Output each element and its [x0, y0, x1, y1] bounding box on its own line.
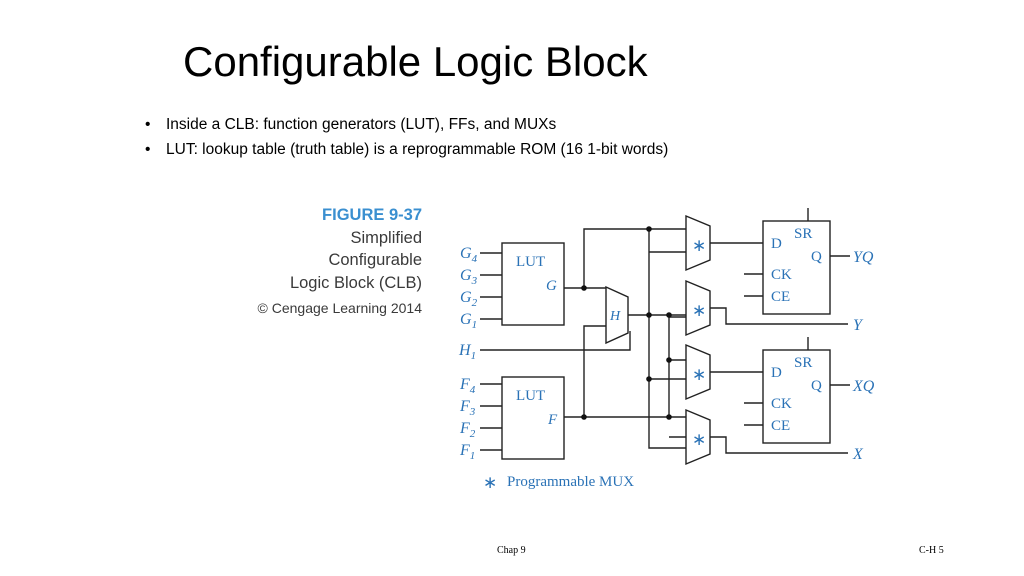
g-input-wires [480, 252, 502, 320]
lut-top-label: LUT [516, 254, 545, 270]
junction-dot [646, 312, 652, 318]
junction-dot [646, 376, 652, 382]
bullet-item: • LUT: lookup table (truth table) is a r… [145, 139, 705, 160]
input-label-g2: G2 [460, 289, 478, 309]
input-label-h1: H1 [458, 342, 476, 362]
mux-symbol: ∗ [692, 301, 706, 320]
legend-label: Programmable MUX [507, 474, 634, 490]
ff-top-q-label: Q [811, 249, 822, 265]
junction-dot [581, 414, 587, 420]
input-label-f4: F4 [459, 376, 476, 396]
junction-dot [666, 414, 672, 420]
input-label-g3: G3 [460, 267, 478, 287]
bullet-text: LUT: lookup table (truth table) is a rep… [166, 141, 669, 158]
input-label-g4: G4 [460, 245, 478, 265]
slide-title: Configurable Logic Block [183, 38, 648, 85]
lut-top-box [501, 242, 565, 326]
ff-top-ce-label: CE [771, 289, 790, 305]
ff-top-d-label: D [771, 236, 782, 252]
h-mux [605, 285, 629, 345]
bullet-list: • Inside a CLB: function generators (LUT… [145, 114, 705, 164]
f-input-wires [480, 383, 502, 451]
mux-symbol: ∗ [692, 365, 706, 384]
ff-top-sr-label: SR [794, 226, 812, 242]
g-input-labels: G4 G3 G2 G1 [460, 245, 478, 331]
lut-bottom-label: LUT [516, 388, 545, 404]
f-input-labels: F4 F3 F2 F1 [459, 376, 476, 462]
ff-bottom-wires [744, 337, 850, 426]
junction-dot [581, 285, 587, 291]
bullet-marker: • [145, 116, 151, 133]
lut-bottom-box [501, 376, 565, 460]
h-mux-label: H [609, 309, 621, 324]
footer-chapter: Chap 9 [497, 545, 526, 556]
lut-top-output-label: G [546, 278, 557, 294]
caption-line: Configurable [328, 251, 422, 269]
input-label-f1: F1 [459, 442, 475, 462]
bullet-item: • Inside a CLB: function generators (LUT… [145, 114, 705, 135]
output-label-y: Y [853, 317, 864, 334]
junction-dot [646, 226, 652, 232]
figure-caption: FIGURE 9-37 Simplified Configurable Logi… [250, 204, 422, 320]
caption-line: Logic Block (CLB) [289, 273, 422, 292]
lut-bottom-output-label: F [547, 412, 558, 428]
ff-top-ck-label: CK [771, 267, 792, 283]
mux-symbol: ∗ [692, 430, 706, 449]
flip-flop-bottom [762, 349, 831, 444]
programmable-mux-3 [685, 343, 711, 401]
flip-flop-top [762, 220, 831, 315]
programmable-mux-4 [685, 408, 711, 466]
caption-line: Simplified [350, 228, 422, 247]
input-label-f3: F3 [459, 398, 476, 418]
input-label-g1: G1 [460, 311, 477, 331]
mux-symbol: ∗ [692, 236, 706, 255]
copyright-notice: © Cengage Learning 2014 [257, 300, 422, 316]
figure-label: FIGURE 9-37 [322, 206, 422, 224]
junction-dot [666, 357, 672, 363]
ff-bottom-d-label: D [771, 365, 782, 381]
input-label-f2: F2 [459, 420, 476, 440]
output-label-yq: YQ [853, 249, 874, 266]
ff-bottom-q-label: Q [811, 378, 822, 394]
ff-bottom-ck-label: CK [771, 396, 792, 412]
output-label-xq: XQ [852, 378, 875, 395]
ff-bottom-sr-label: SR [794, 355, 812, 371]
junction-dot [666, 312, 672, 318]
output-label-x: X [852, 446, 864, 463]
ff-bottom-ce-label: CE [771, 418, 790, 434]
legend-mux-symbol: ∗ [483, 473, 497, 492]
bullet-text: Inside a CLB: function generators (LUT),… [166, 116, 557, 133]
ff-top-wires [744, 208, 850, 297]
bullet-marker: • [145, 141, 151, 158]
footer-page-number: C-H 5 [919, 545, 944, 556]
